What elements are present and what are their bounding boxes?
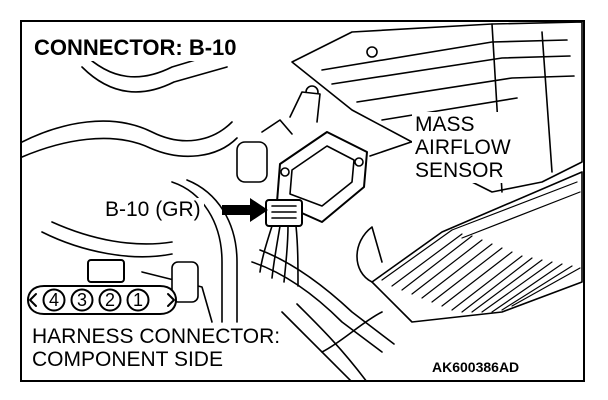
sensor-connector — [259, 199, 303, 287]
intake-duct — [356, 171, 583, 323]
connector-arrow — [222, 198, 268, 222]
diagram-frame: CONNECTOR: B-10 MASS AIRFLOW SENSOR B-10… — [20, 20, 585, 382]
harness-connector-face — [27, 259, 177, 315]
pin-3-label: 3 — [76, 290, 87, 310]
connector-title: CONNECTOR: B-10 — [32, 36, 241, 61]
harness-label-line-1: HARNESS CONNECTOR: — [32, 325, 281, 348]
harness-connector-label: HARNESS CONNECTOR: COMPONENT SIDE — [30, 324, 284, 372]
hoses — [22, 51, 395, 380]
harness-leader-line — [321, 311, 383, 353]
pin-4-label: 4 — [48, 290, 59, 310]
sensor-label-line-1: MASS — [415, 113, 475, 136]
sensor-leader-line — [369, 139, 418, 157]
figure-code: AK600386AD — [429, 359, 523, 375]
sensor-label-line-2: AIRFLOW — [415, 136, 511, 159]
pin-2-label: 2 — [104, 290, 115, 310]
mass-airflow-sensor-label: MASS AIRFLOW SENSOR — [412, 112, 514, 183]
sensor-label-line-3: SENSOR — [415, 159, 504, 182]
connector-callout-label: B-10 (GR) — [102, 198, 204, 221]
pin-1-label: 1 — [132, 290, 143, 310]
harness-label-line-2: COMPONENT SIDE — [32, 348, 223, 371]
